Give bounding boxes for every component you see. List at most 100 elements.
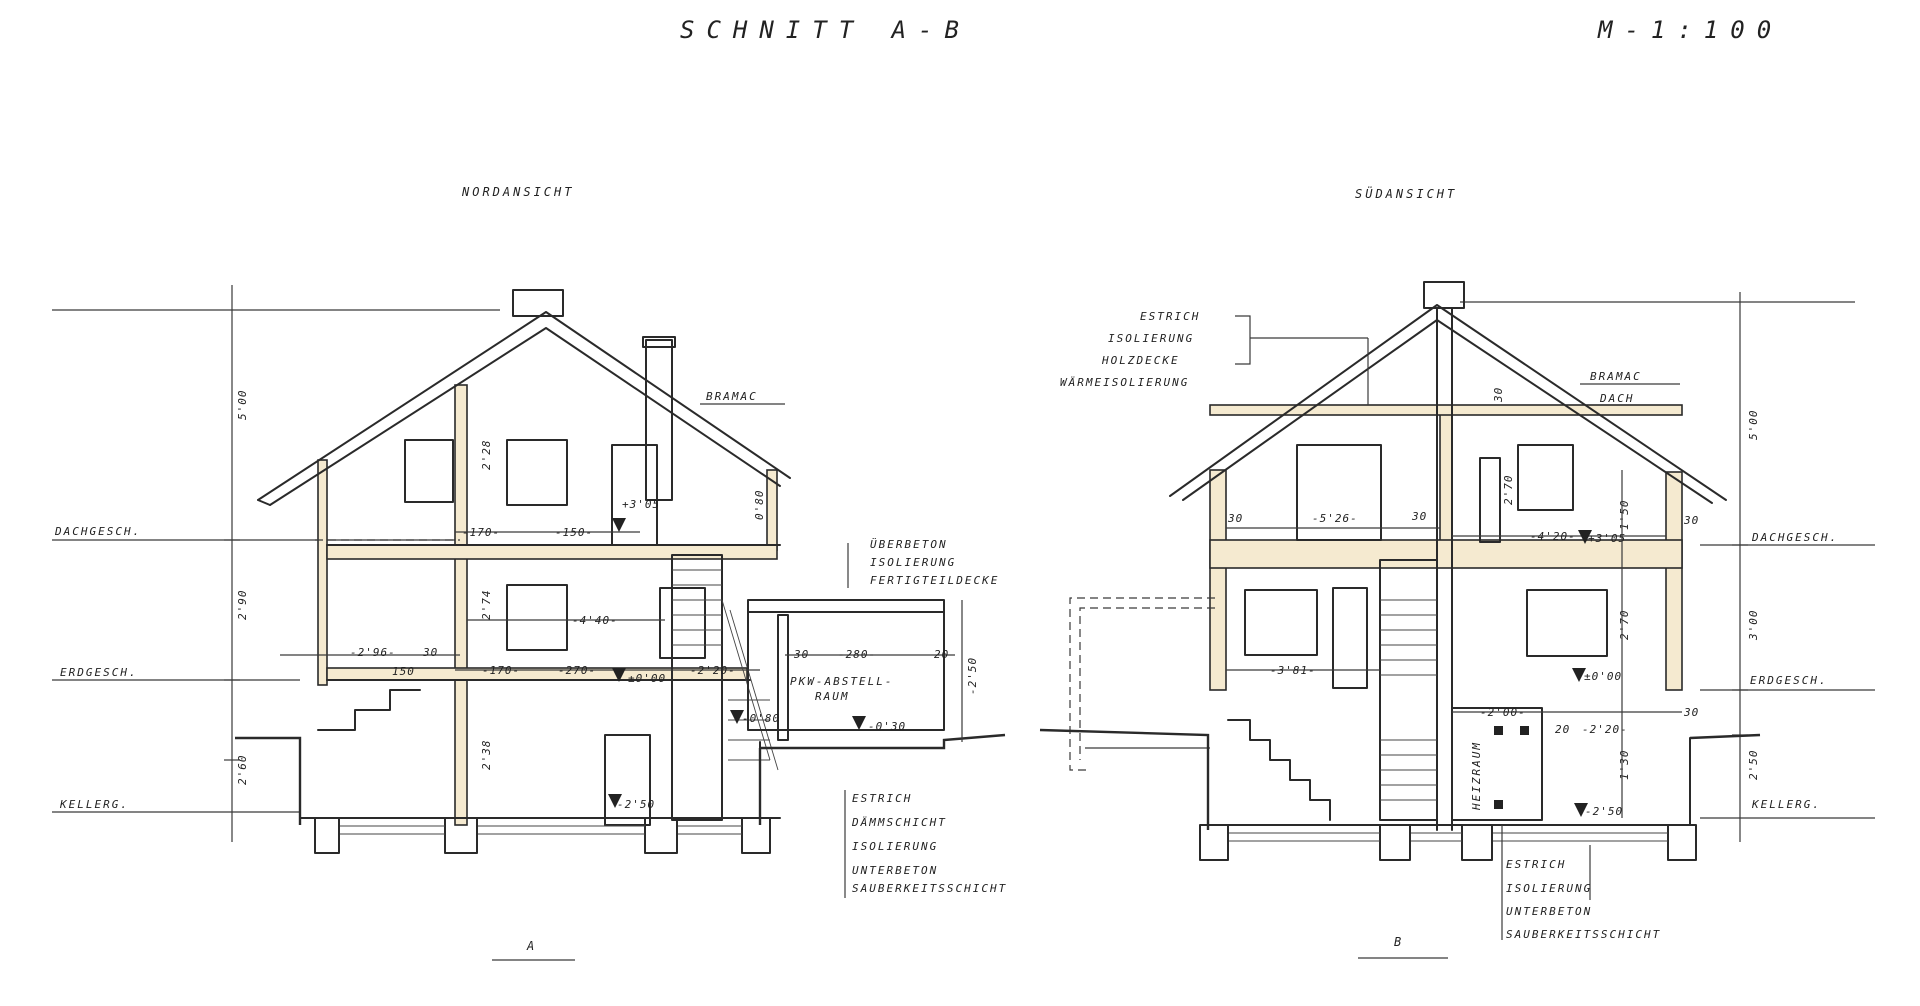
drawing-scale: M-1:100 — [1597, 16, 1783, 44]
north-footing-3 — [644, 817, 678, 854]
south-dim-w20: 20 — [1555, 723, 1570, 736]
south-dg-slab — [1209, 539, 1683, 569]
north-dg-window-left — [404, 439, 454, 503]
south-footing-3 — [1461, 824, 1493, 861]
south-ceiling-layer-2: ISOLIERUNG — [1108, 332, 1194, 345]
north-dim-eg-a: 2'74 — [480, 590, 493, 621]
north-chimney-top — [512, 289, 564, 317]
south-room-label: HEIZRAUM — [1470, 741, 1483, 811]
south-staircase — [1379, 559, 1438, 821]
south-dim-eg-a: 2'70 — [1618, 610, 1631, 641]
south-level-marker-305 — [1578, 530, 1592, 544]
north-level-erdgeschoss: ERDGESCH. — [60, 666, 138, 679]
south-ceiling-layer-4: WÄRMEISOLIERUNG — [1060, 376, 1189, 389]
north-dim-w250: -2'50 — [966, 657, 979, 695]
north-level-marker-080 — [730, 710, 744, 724]
north-ground-left — [235, 736, 302, 742]
north-roof-label: BRAMAC — [706, 390, 758, 403]
north-floor-layer-2: DÄMMSCHICHT — [851, 816, 947, 829]
south-footing-4 — [1667, 824, 1697, 861]
north-dim-roof-height: 5'00 — [236, 390, 249, 421]
south-level-marker-000 — [1572, 668, 1586, 682]
north-dim-w30a: 30 — [422, 646, 438, 659]
south-dim-kg-a: 1'30 — [1618, 750, 1631, 781]
south-kg-steps — [1227, 719, 1331, 821]
north-level-305: +3'05 — [622, 498, 660, 511]
south-view-title: SÜDANSICHT — [1355, 185, 1457, 201]
south-dim-w526: -5'26- — [1312, 512, 1358, 525]
north-ceiling-layer-2: ISOLIERUNG — [870, 556, 956, 569]
north-footing-4 — [741, 817, 771, 854]
north-eg-window — [506, 584, 568, 651]
south-footing-2 — [1379, 824, 1411, 861]
south-dim-dg-a: 2'70 — [1502, 475, 1515, 506]
south-terrace-outline — [1069, 597, 1215, 771]
south-chimney-wall — [1439, 409, 1453, 556]
north-left-wall — [317, 459, 328, 686]
north-dim-kg-height: 2'60 — [236, 755, 249, 786]
north-level-030: -0'30 — [868, 720, 906, 733]
north-dim-w30b: 30 — [793, 648, 809, 661]
south-left-wall — [1209, 469, 1227, 691]
north-level-000: ±0'00 — [628, 672, 666, 685]
north-level-250: -2'50 — [617, 798, 655, 811]
north-kg-steps — [317, 689, 421, 731]
south-gravel-bed — [1229, 832, 1668, 842]
south-ceiling-layer-3: HOLZDECKE — [1101, 354, 1180, 367]
south-ground-right — [1689, 733, 1761, 740]
south-dim-dg-b: 1'50 — [1618, 500, 1631, 531]
north-section-view: NORDANSICHT 5'00 2'90 2'60 DACHGESCH. ER… — [52, 185, 1006, 961]
north-room-label-2: RAUM — [815, 690, 850, 703]
south-roof-label-1: BRAMAC — [1590, 370, 1642, 383]
south-heizraum — [1451, 707, 1543, 821]
south-dim-w30b: 30 — [1411, 510, 1427, 523]
south-level-305: +3'05 — [1588, 532, 1626, 545]
north-level-marker-000 — [612, 668, 626, 682]
south-stair-treads — [1380, 599, 1437, 801]
north-dim-w170b: -170- — [482, 664, 520, 677]
north-floor-layer-1: ESTRICH — [852, 792, 912, 805]
north-dim-dg-b: 0'80 — [753, 490, 766, 521]
south-roof-outline — [1169, 304, 1727, 501]
south-level-kellergeschoss: KELLERG. — [1751, 798, 1821, 811]
north-gravel-bed — [340, 825, 742, 835]
south-roof-slab — [1209, 404, 1683, 416]
north-staircase — [671, 554, 723, 821]
south-floor-layer-2: ISOLIERUNG — [1506, 882, 1592, 895]
south-dg-window-left — [1296, 444, 1382, 541]
south-level-250: -2'50 — [1585, 805, 1623, 818]
south-level-dachgeschoss: DACHGESCH. — [1751, 531, 1838, 544]
north-dim-w220: -2'20- — [690, 664, 736, 677]
south-dim-w200: -2'00- — [1480, 706, 1526, 719]
south-floor-layer-1: ESTRICH — [1506, 858, 1566, 871]
north-inner-wall — [454, 384, 468, 826]
north-floor-layer-3: ISOLIERUNG — [852, 840, 938, 853]
north-dim-w170a: -170- — [462, 526, 500, 539]
south-level-erdgeschoss: ERDGESCH. — [1750, 674, 1828, 687]
north-kg-door — [604, 734, 651, 826]
south-dim-roof-height: 5'00 — [1747, 410, 1760, 441]
south-dim-eg-height: 3'00 — [1747, 610, 1760, 642]
north-ground-right — [760, 733, 1006, 750]
south-dim-kg-height: 2'50 — [1747, 750, 1760, 781]
north-chimney-shaft — [645, 339, 673, 501]
north-ceiling-layer-1: ÜBERBETON — [870, 538, 948, 551]
north-footing-1 — [314, 817, 340, 854]
north-level-marker-250 — [608, 794, 622, 808]
north-dim-w150: -150- — [555, 526, 593, 539]
south-right-wall — [1665, 471, 1683, 691]
south-section-view: SÜDANSICHT 5'00 3'00 2'50 DACHGESCH. ERD… — [1039, 185, 1875, 959]
north-eg-window-right — [659, 587, 706, 659]
south-dim-w30d: 30 — [1683, 514, 1699, 527]
south-dim-w30c: 30 — [1492, 387, 1505, 403]
north-dim-w150b: 150 — [392, 665, 415, 678]
north-footing-2 — [444, 817, 478, 854]
north-dim-w440: -4'40- — [572, 614, 618, 627]
north-level-marker-030 — [852, 716, 866, 730]
south-dim-w220: -2'20- — [1582, 723, 1628, 736]
south-ceiling-layer-1: ESTRICH — [1140, 310, 1200, 323]
north-view-title: NORDANSICHT — [461, 185, 574, 199]
south-dim-w30a: 30 — [1227, 512, 1243, 525]
north-dg-slab — [326, 544, 778, 560]
south-dg-door — [1479, 457, 1501, 543]
